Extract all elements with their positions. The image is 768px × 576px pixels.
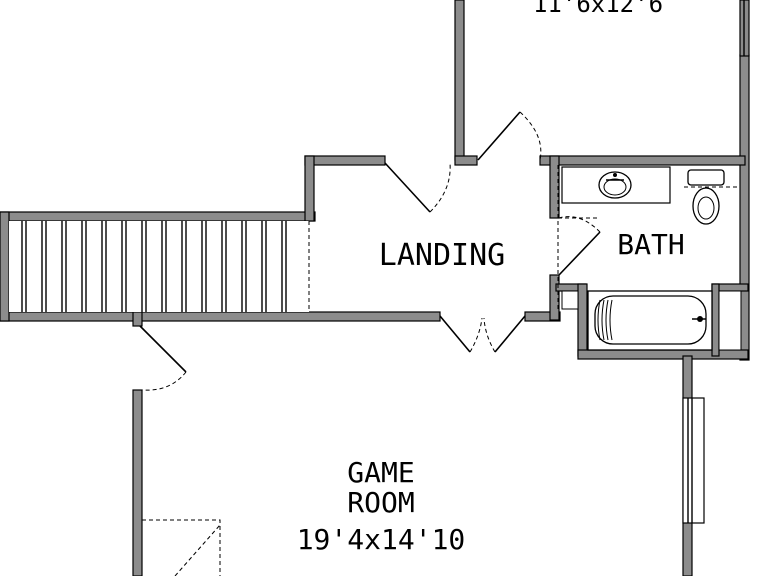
staircase bbox=[9, 221, 310, 312]
attic-access bbox=[142, 519, 221, 576]
door-game-room-double bbox=[439, 315, 526, 353]
door-bath bbox=[558, 216, 601, 276]
window-game-room bbox=[682, 397, 705, 524]
door-top-room bbox=[477, 111, 542, 161]
vanity-sink-icon bbox=[561, 166, 671, 204]
door-landing-upper bbox=[384, 162, 451, 213]
door-game-room-left bbox=[139, 325, 187, 391]
bathtub-icon bbox=[587, 290, 713, 351]
toilet-icon bbox=[684, 169, 740, 225]
bath-label: BATH bbox=[617, 228, 684, 261]
game-room-dimensions: 19'4x14'10 bbox=[297, 523, 466, 556]
game-room-label-line1: GAME bbox=[347, 456, 414, 489]
game-room-label-line2: ROOM bbox=[347, 486, 414, 519]
landing-label: LANDING bbox=[379, 238, 505, 273]
top-room-dimensions: 11'6x12'6 bbox=[533, 0, 663, 18]
